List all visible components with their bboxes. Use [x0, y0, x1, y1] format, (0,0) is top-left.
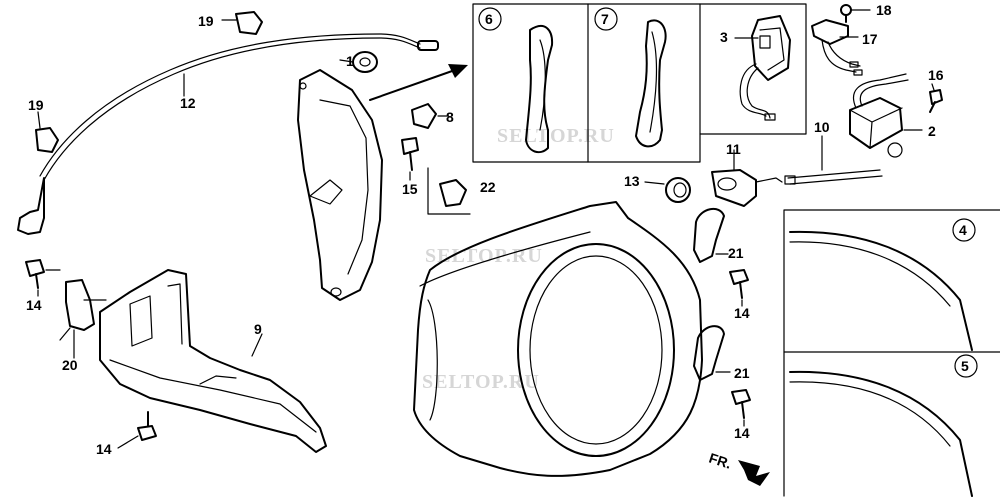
- inset-marker-4: 4: [952, 218, 976, 242]
- label-16: 16: [928, 67, 944, 83]
- part-1-grommet: [339, 51, 378, 73]
- label-17: 17: [862, 31, 878, 47]
- label-21: 21: [728, 245, 744, 261]
- label-22: 22: [480, 179, 496, 195]
- shroud-bracket: [297, 69, 383, 301]
- fan-shroud: [413, 201, 703, 477]
- svg-text:7: 7: [601, 11, 609, 27]
- part-14-screw-right-lower: [731, 389, 751, 419]
- label-14: 14: [734, 305, 750, 321]
- svg-text:6: 6: [485, 11, 493, 27]
- label-11: 11: [726, 141, 741, 157]
- inset-box-6-7: [472, 3, 701, 163]
- svg-text:FR.: FR.: [707, 450, 733, 472]
- part-14-screw-left-lower: [137, 411, 157, 441]
- label-14: 14: [26, 297, 42, 313]
- part-15-screw: [401, 137, 419, 171]
- label-3: 3: [720, 29, 728, 45]
- bracket-7: [635, 19, 667, 148]
- bracket-6: [525, 25, 554, 154]
- label-9: 9: [254, 321, 262, 337]
- label-8: 8: [446, 109, 454, 125]
- part-14-screw-right-upper: [729, 269, 749, 299]
- label-15: 15: [402, 181, 418, 197]
- inset-box-3: [699, 3, 807, 135]
- svg-text:4: 4: [959, 222, 967, 238]
- pointer-arrow: [369, 64, 468, 101]
- part-17-module: [811, 19, 863, 76]
- label-19: 19: [28, 97, 44, 113]
- part-20-bracket: [65, 279, 107, 331]
- inset-marker-5: 5: [954, 354, 978, 378]
- label-18: 18: [876, 2, 892, 18]
- part-11-plug-cap: [711, 149, 783, 207]
- part-labels: 1 2 3 8 9 10 11 12 13 14 14 14 14 15 16 …: [26, 2, 944, 457]
- front-indicator: FR.: [707, 450, 770, 486]
- label-14: 14: [734, 425, 750, 441]
- detail-5-ring: [789, 370, 973, 497]
- label-21: 21: [734, 365, 750, 381]
- svg-text:5: 5: [961, 358, 969, 374]
- inset-marker-7: 7: [594, 7, 618, 31]
- label-2: 2: [928, 123, 936, 139]
- detail-4-ring: [789, 230, 973, 351]
- part-19-clip-left: [35, 111, 59, 153]
- part-9-cover: [99, 269, 327, 453]
- part-16-screw: [929, 89, 943, 113]
- part-21-clamp-lower: [693, 325, 731, 381]
- inset-box-4-5: [783, 209, 1000, 497]
- part-8-clip: [411, 103, 449, 129]
- part-10-wires: [784, 135, 883, 185]
- watermark: SELTOP.RU: [422, 371, 540, 393]
- part-3-ignition-coil: [734, 15, 791, 121]
- part-12-cable: [17, 33, 439, 235]
- label-12: 12: [180, 95, 196, 111]
- inset-marker-6: 6: [478, 7, 502, 31]
- label-20: 20: [62, 357, 78, 373]
- part-18-screw: [840, 4, 871, 23]
- part-14-screw-left-upper: [25, 259, 61, 289]
- part-19-clip-top: [221, 11, 263, 35]
- leader-lines: [37, 83, 935, 449]
- part-22-clip: [427, 167, 471, 215]
- part-13-grommet: [644, 177, 691, 203]
- label-14: 14: [96, 441, 112, 457]
- label-19: 19: [198, 13, 214, 29]
- part-21-clamp-upper: [693, 207, 729, 263]
- part-2-unit: [849, 73, 923, 158]
- label-10: 10: [814, 119, 830, 135]
- watermark: SELTOP.RU: [497, 125, 615, 147]
- label-1: 1: [346, 53, 354, 69]
- label-13: 13: [624, 173, 640, 189]
- watermark: SELTOP.RU: [425, 245, 543, 267]
